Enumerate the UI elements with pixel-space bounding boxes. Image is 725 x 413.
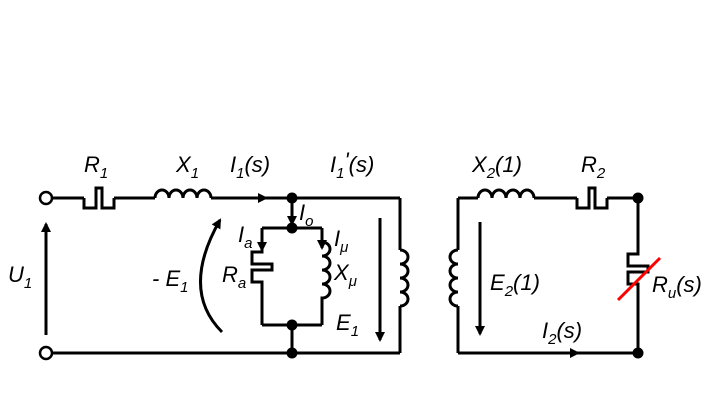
label-x2: X2(1)	[471, 152, 522, 182]
node	[632, 192, 644, 204]
winding-secondary	[448, 248, 459, 308]
arrow-minus-e1	[199, 218, 224, 334]
label-r2: R2	[581, 152, 606, 182]
resistor-r2	[575, 186, 609, 210]
node	[286, 222, 298, 234]
inductor-xmu	[320, 228, 332, 325]
label-u1: U1	[8, 262, 32, 292]
label-e1: E1	[336, 310, 359, 340]
resistor-r1	[82, 186, 116, 210]
label-imu: Iμ	[334, 226, 348, 256]
label-i2: I2(s)	[542, 318, 582, 348]
label-ru: Ru(s)	[652, 272, 702, 302]
inductor-x2	[476, 188, 536, 199]
label-r1: R1	[84, 152, 108, 182]
label-ra: Ra	[222, 262, 246, 292]
label-minus-e1: - E1	[152, 266, 188, 296]
secondary-nodes	[632, 192, 644, 359]
label-ia: Ia	[238, 222, 252, 252]
label-x1: X1	[175, 152, 199, 182]
arrows	[41, 193, 580, 358]
variable-strike	[616, 256, 662, 302]
node	[286, 319, 298, 331]
resistor-ra	[250, 228, 274, 325]
resistor-ru	[626, 198, 650, 353]
label-io: Io	[299, 200, 313, 230]
node	[286, 347, 298, 359]
inductor-x1	[153, 188, 213, 199]
label-xmu: Xμ	[333, 260, 357, 290]
labels: R1 X1 I1(s) I1'(s) X2(1) R2 Io Ia Iμ U1 …	[8, 148, 702, 348]
node	[632, 347, 644, 359]
node	[286, 192, 298, 204]
label-e2: E2(1)	[490, 270, 540, 300]
terminal	[38, 190, 54, 206]
label-i1s: I1(s)	[230, 152, 270, 182]
winding-primary	[399, 248, 410, 308]
terminal	[38, 345, 54, 361]
label-i1prime: I1'(s)	[330, 148, 374, 182]
